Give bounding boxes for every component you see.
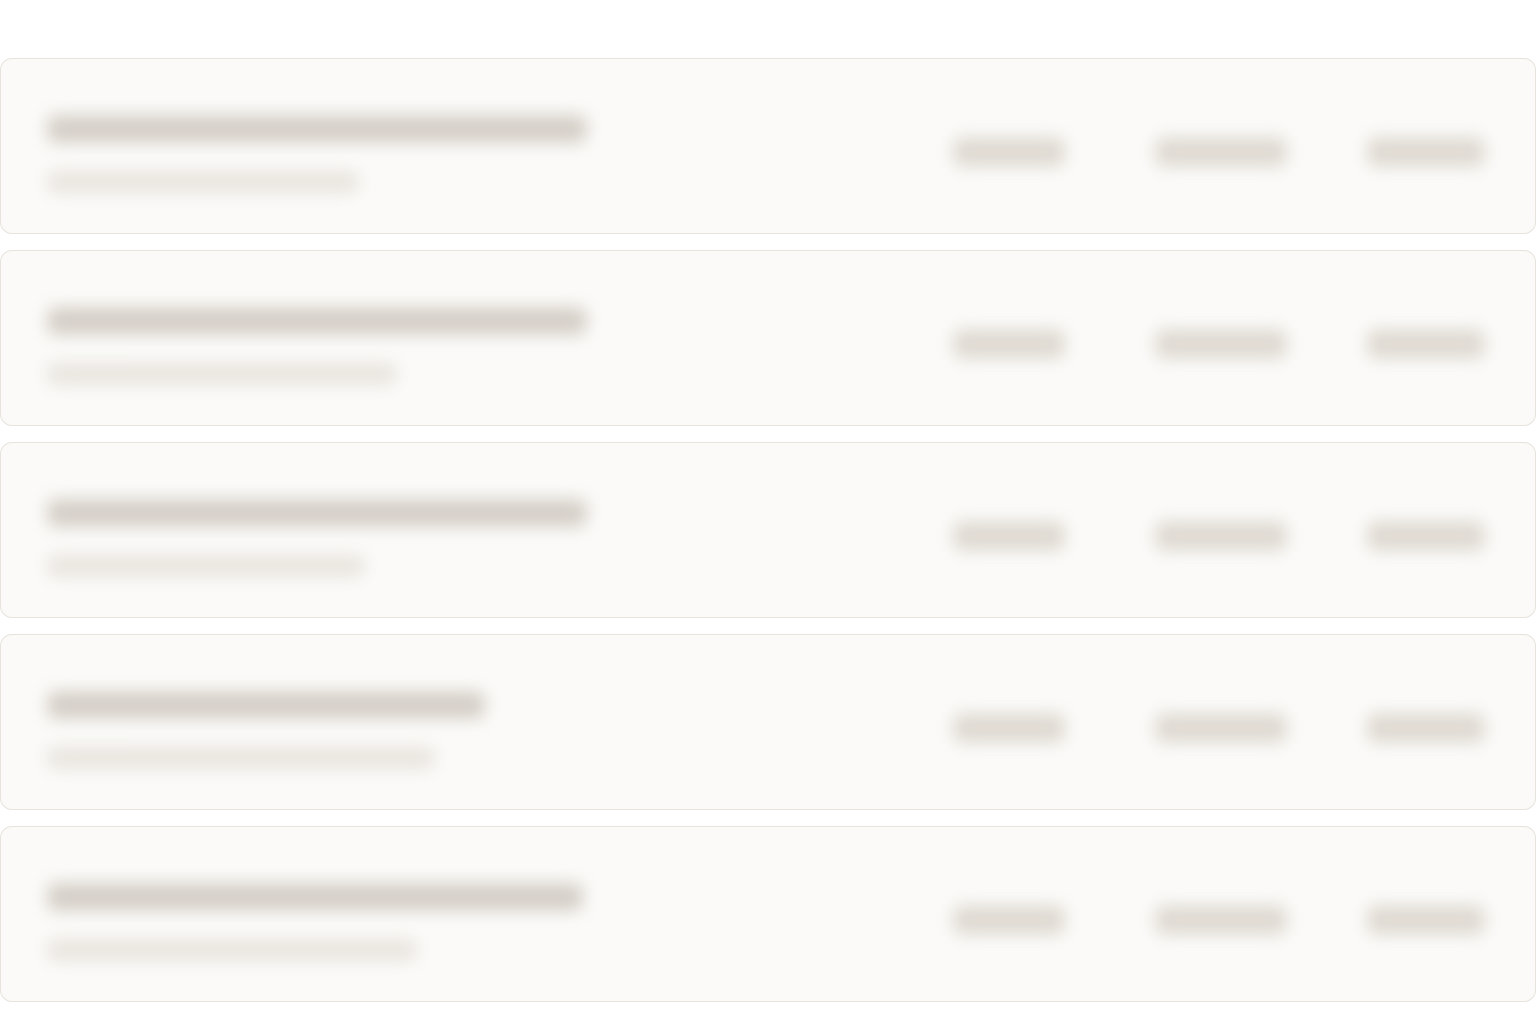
item-metric-1	[953, 329, 1065, 359]
item-title	[47, 883, 583, 911]
item-subtitle	[47, 555, 365, 577]
item-title	[47, 115, 587, 143]
item-metric-2	[1155, 713, 1287, 743]
list-item[interactable]	[0, 826, 1536, 1002]
item-metric-2	[1155, 137, 1287, 167]
item-subtitle	[47, 363, 397, 385]
item-metric-1	[953, 137, 1065, 167]
list-item[interactable]	[0, 250, 1536, 426]
item-subtitle	[47, 171, 359, 193]
item-title	[47, 307, 587, 335]
item-metric-3	[1367, 713, 1485, 743]
item-metric-1	[953, 713, 1065, 743]
list-item[interactable]	[0, 442, 1536, 618]
item-metric-3	[1367, 905, 1485, 935]
list-item[interactable]	[0, 58, 1536, 234]
list-item[interactable]	[0, 634, 1536, 810]
item-metric-1	[953, 905, 1065, 935]
item-metric-2	[1155, 329, 1287, 359]
item-subtitle	[47, 939, 417, 961]
item-metric-3	[1367, 521, 1485, 551]
item-subtitle	[47, 747, 435, 769]
item-title	[47, 691, 485, 719]
card-list	[0, 58, 1536, 1002]
item-metric-2	[1155, 905, 1287, 935]
item-title	[47, 499, 587, 527]
item-metric-3	[1367, 137, 1485, 167]
item-metric-3	[1367, 329, 1485, 359]
item-metric-1	[953, 521, 1065, 551]
item-metric-2	[1155, 521, 1287, 551]
